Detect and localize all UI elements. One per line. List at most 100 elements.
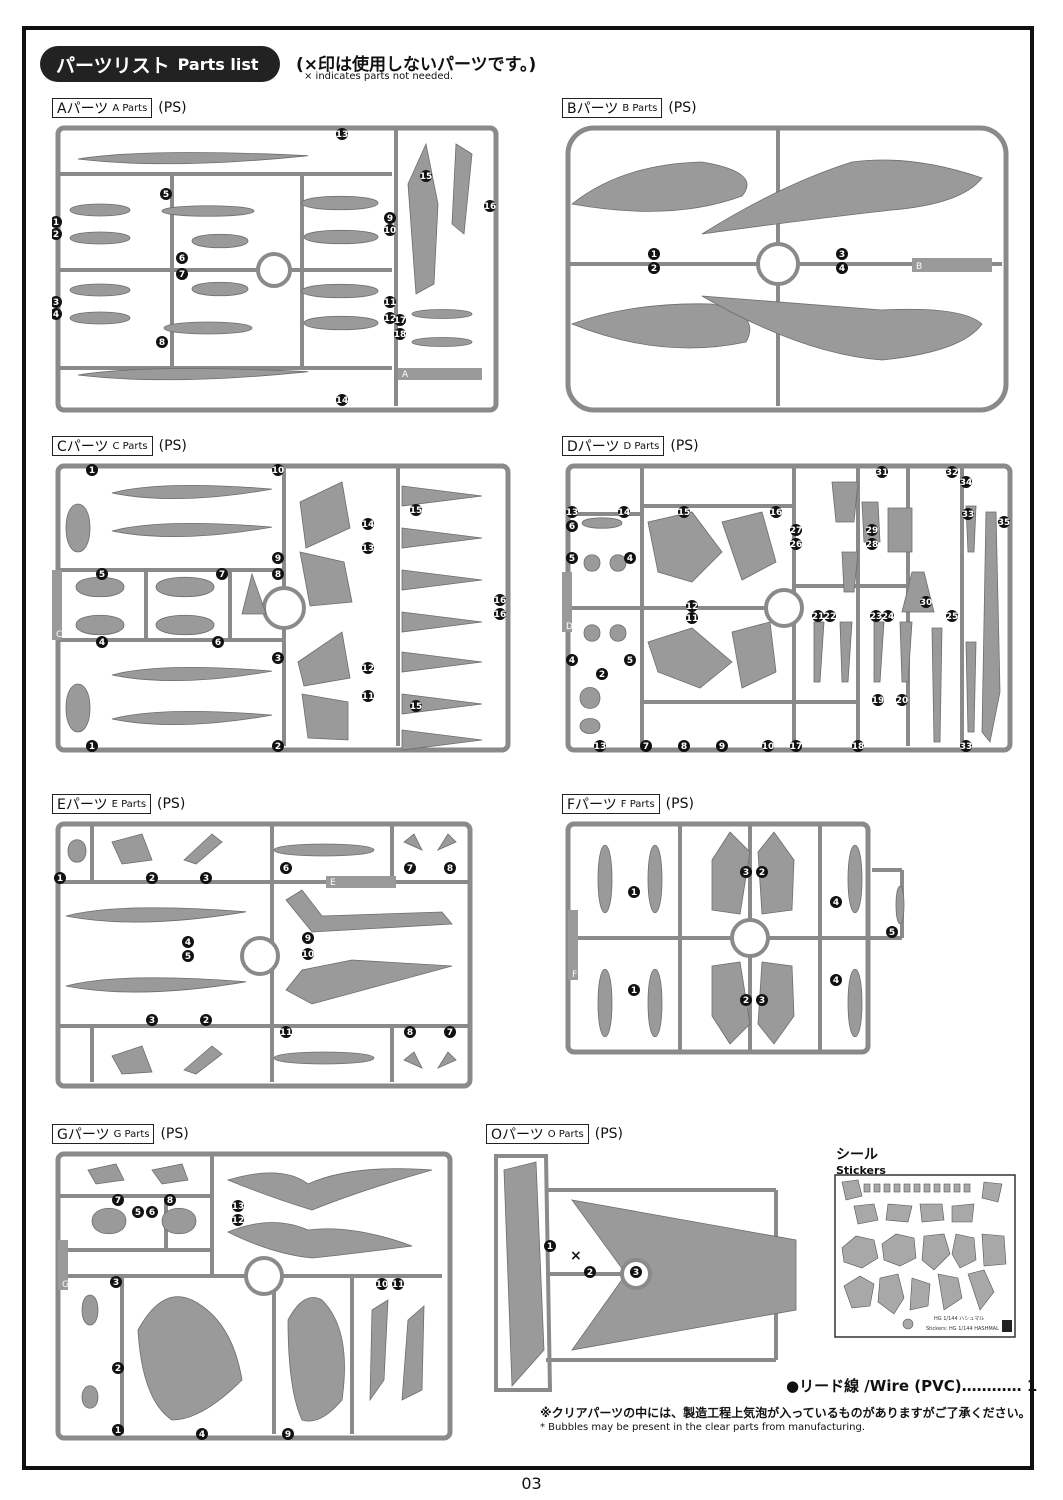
part-number-badge: 3: [740, 866, 752, 878]
svg-text:8: 8: [275, 570, 281, 580]
part-number-badge: 1: [628, 984, 640, 996]
part-number-badge: 3: [52, 296, 62, 308]
runner-tag-letter: A: [402, 370, 409, 380]
part-c10: [111, 522, 273, 538]
part-number-badge: 15: [420, 170, 432, 182]
svg-text:11: 11: [384, 298, 397, 308]
bubble-note-en: * Bubbles may be present in the clear pa…: [540, 1422, 866, 1433]
part-number-badge: 2: [740, 994, 752, 1006]
part-number-badge: 14: [618, 506, 630, 518]
svg-text:8: 8: [407, 1028, 413, 1038]
part-number-badge: 6: [280, 862, 292, 874]
part-number-badge: 14: [362, 518, 374, 530]
part-number-badge: 17: [394, 314, 407, 326]
part-number-badge: 16: [770, 506, 782, 518]
runner-tag-letter: D: [566, 622, 573, 632]
part-number-badge: 31: [876, 466, 888, 478]
part-number-badge: 4: [624, 552, 636, 564]
svg-text:8: 8: [681, 742, 687, 752]
part-d5: [583, 554, 601, 572]
part-c8: [241, 572, 267, 615]
part-number-badge: 2: [200, 1014, 212, 1026]
part-d33b: [965, 641, 977, 733]
svg-text:8: 8: [159, 338, 165, 348]
part-number-badge: 4: [566, 654, 578, 666]
part-number-badge: 5: [182, 950, 194, 962]
part-g11: [401, 1305, 425, 1401]
svg-text:1: 1: [115, 1426, 121, 1436]
part-a2: [69, 231, 131, 245]
part-number-badge: 5: [132, 1206, 144, 1218]
svg-text:11: 11: [686, 614, 699, 624]
part-number-badge: 2: [596, 668, 608, 680]
part-a16: [451, 143, 473, 235]
svg-text:3: 3: [53, 298, 59, 308]
runner-tag-b: [912, 258, 992, 272]
svg-text:2: 2: [53, 230, 59, 240]
svg-text:12: 12: [232, 1216, 245, 1226]
part-c-spike: [401, 569, 483, 591]
part-number-badge: 28: [866, 538, 878, 550]
part-number-badge: 5: [624, 654, 636, 666]
part-number-badge: 16: [484, 200, 496, 212]
part-e6: [273, 843, 375, 857]
part-e2: [111, 833, 153, 865]
part-d31: [831, 481, 859, 523]
runner-tag-d: [562, 572, 572, 632]
part-a6: [191, 233, 249, 249]
part-number-badge: 2: [52, 228, 62, 240]
part-number-badge: 15: [678, 506, 690, 518]
svg-text:2: 2: [743, 996, 749, 1006]
part-g13: [226, 1168, 433, 1211]
part-d-stack: [841, 551, 859, 593]
svg-text:13: 13: [232, 1202, 245, 1212]
part-number-badge: 10: [302, 948, 314, 960]
svg-text:6: 6: [179, 254, 185, 264]
svg-text:7: 7: [407, 864, 413, 874]
part-d5b: [609, 624, 627, 642]
part-number-badge: 9: [282, 1428, 294, 1440]
part-e4: [65, 907, 247, 923]
svg-text:33: 33: [962, 510, 975, 520]
part-number-badge: 11: [384, 296, 397, 308]
part-number-badge: 10: [376, 1278, 388, 1290]
svg-text:14: 14: [336, 396, 349, 406]
svg-text:6: 6: [215, 638, 221, 648]
part-number-badge: 10: [384, 224, 396, 236]
part-f2b: [711, 961, 751, 1045]
wire-note: ●リード線 /Wire (PVC)………… 1: [786, 1377, 1038, 1395]
part-a13: [77, 368, 309, 381]
part-c-left-bottom: [65, 683, 91, 733]
part-d-mid-lower: [647, 627, 733, 689]
svg-text:3: 3: [759, 996, 765, 1006]
svg-text:19: 19: [872, 696, 885, 706]
svg-text:8: 8: [167, 1196, 173, 1206]
svg-text:7: 7: [643, 742, 649, 752]
svg-text:15: 15: [410, 506, 423, 516]
part-number-badge: 1: [648, 248, 660, 260]
svg-text:17: 17: [394, 316, 407, 326]
part-number-badge: 27: [790, 524, 802, 536]
part-number-badge: 8: [156, 336, 168, 348]
part-number-badge: 8: [444, 862, 456, 874]
part-number-badge: 20: [896, 694, 908, 706]
page-frame: [22, 26, 1034, 1470]
part-g3: [81, 1294, 99, 1326]
svg-text:15: 15: [410, 702, 423, 712]
svg-text:10: 10: [272, 466, 285, 476]
not-needed-note-jp: (×印は使用しないパーツです。): [296, 55, 537, 75]
svg-text:3: 3: [113, 1278, 119, 1288]
part-f1-right: [647, 845, 663, 913]
svg-text:4: 4: [99, 638, 105, 648]
part-number-badge: 32: [946, 466, 958, 478]
part-e7b: [436, 1051, 457, 1069]
part-f1-left: [597, 845, 613, 913]
svg-text:22: 22: [824, 612, 837, 622]
